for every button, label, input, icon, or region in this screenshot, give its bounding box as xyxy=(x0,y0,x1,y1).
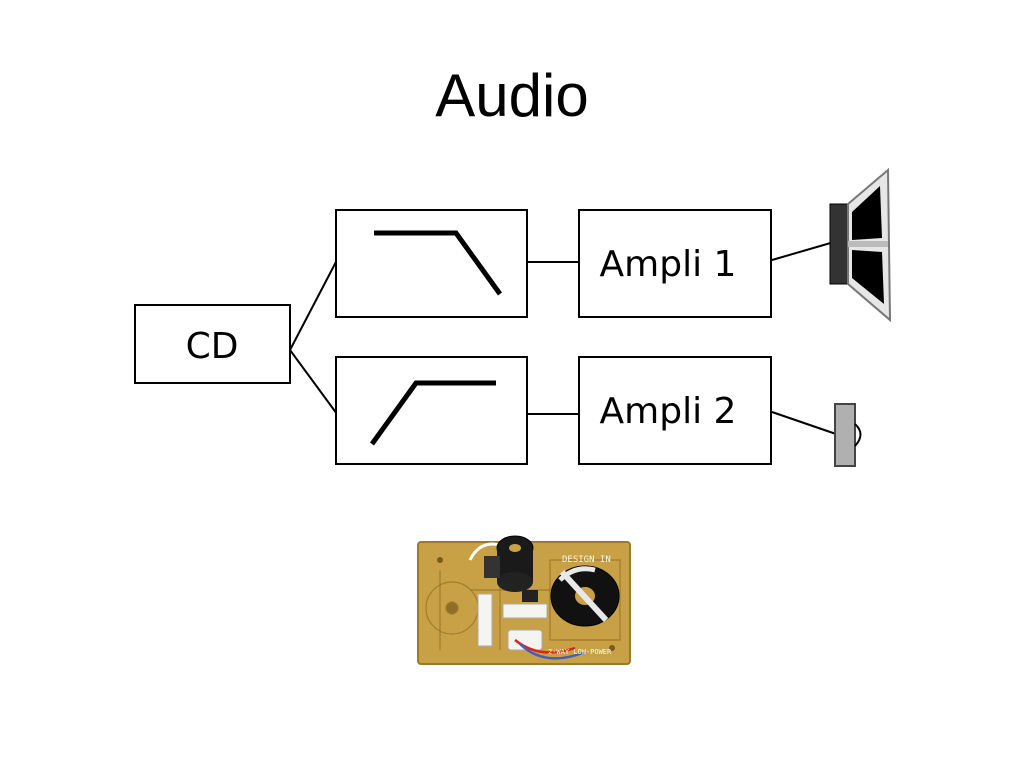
high-pass-curve-icon xyxy=(369,380,496,446)
connector-ampli2-to-tweeter xyxy=(771,411,837,435)
connector-cd-to-highpass xyxy=(289,349,338,415)
low-pass-filter-box xyxy=(335,209,528,318)
ampli-2-label: Ampli 2 xyxy=(600,391,737,432)
ampli-1-box: Ampli 1 xyxy=(578,209,772,318)
connector-ampli1-to-woofer xyxy=(771,241,835,261)
slide-title: Audio xyxy=(435,62,589,129)
woofer-speaker-icon xyxy=(829,167,892,323)
board-text-design-in: DESIGN IN xyxy=(562,555,611,565)
cd-label: CD xyxy=(186,326,239,367)
connector-cd-to-lowpass xyxy=(289,259,338,351)
low-pass-curve-icon xyxy=(374,230,503,296)
tweeter-speaker-icon xyxy=(834,403,862,467)
crossover-board-photo: DESIGN IN 2-WAY LOW-POWER xyxy=(417,535,631,665)
cd-source-box: CD xyxy=(134,304,291,384)
ampli-2-box: Ampli 2 xyxy=(578,356,772,465)
high-pass-filter-box xyxy=(335,356,528,465)
ampli-1-label: Ampli 1 xyxy=(600,244,737,285)
connector-lines xyxy=(289,241,837,435)
board-text-two-way: 2-WAY LOW-POWER xyxy=(548,648,612,656)
